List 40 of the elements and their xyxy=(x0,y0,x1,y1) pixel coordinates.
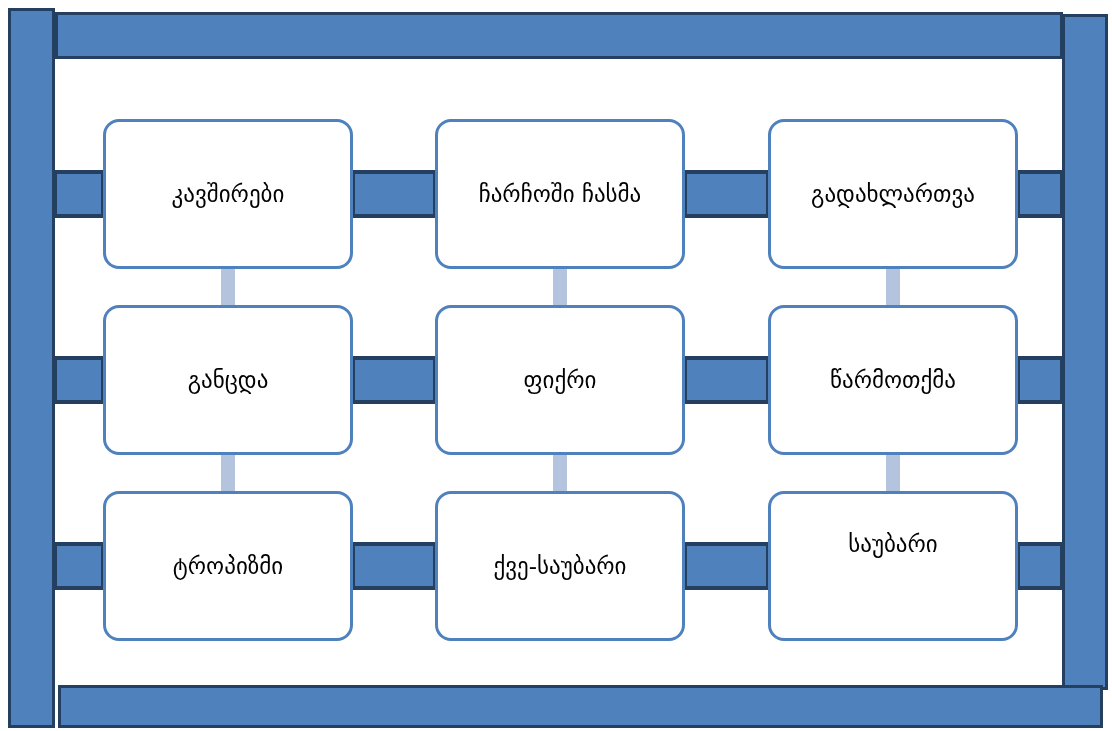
box-label: ტროპიზმი xyxy=(172,553,284,579)
connector-bar xyxy=(553,269,567,305)
process-box xyxy=(103,491,353,641)
process-box xyxy=(103,305,353,455)
frame-bar xyxy=(58,685,1103,728)
connector-bar xyxy=(221,269,235,305)
box-label: გადახლართვა xyxy=(811,181,975,207)
frame-bar xyxy=(55,12,1063,59)
connector-bar xyxy=(221,455,235,491)
process-box xyxy=(435,491,685,641)
connector-block xyxy=(53,542,105,590)
box-label: საუბარი xyxy=(848,531,938,557)
connector-block xyxy=(1016,542,1064,590)
connector-block xyxy=(1016,356,1064,404)
connector-block xyxy=(53,170,105,218)
process-box xyxy=(768,119,1018,269)
box-label: წარმოთქმა xyxy=(830,367,956,393)
box-label: ქვე-საუბარი xyxy=(493,553,627,579)
connector-block xyxy=(53,356,105,404)
process-box xyxy=(103,119,353,269)
process-box xyxy=(435,305,685,455)
box-label: ფიქრი xyxy=(523,367,597,393)
connector-block xyxy=(351,542,437,590)
box-label: კავშირები xyxy=(171,181,285,207)
connector-bar xyxy=(553,455,567,491)
process-box xyxy=(768,491,1018,641)
process-box xyxy=(768,305,1018,455)
process-box xyxy=(435,119,685,269)
frame-bar xyxy=(8,8,55,728)
frame-bar xyxy=(1062,14,1108,690)
connector-block xyxy=(351,170,437,218)
connector-block xyxy=(1016,170,1064,218)
connector-bar xyxy=(886,455,900,491)
connector-block xyxy=(351,356,437,404)
connector-bar xyxy=(886,269,900,305)
connector-block xyxy=(683,542,770,590)
connector-block xyxy=(683,170,770,218)
box-label: განცდა xyxy=(187,367,269,393)
box-label: ჩარჩოში ჩასმა xyxy=(478,181,642,207)
connector-block xyxy=(683,356,770,404)
